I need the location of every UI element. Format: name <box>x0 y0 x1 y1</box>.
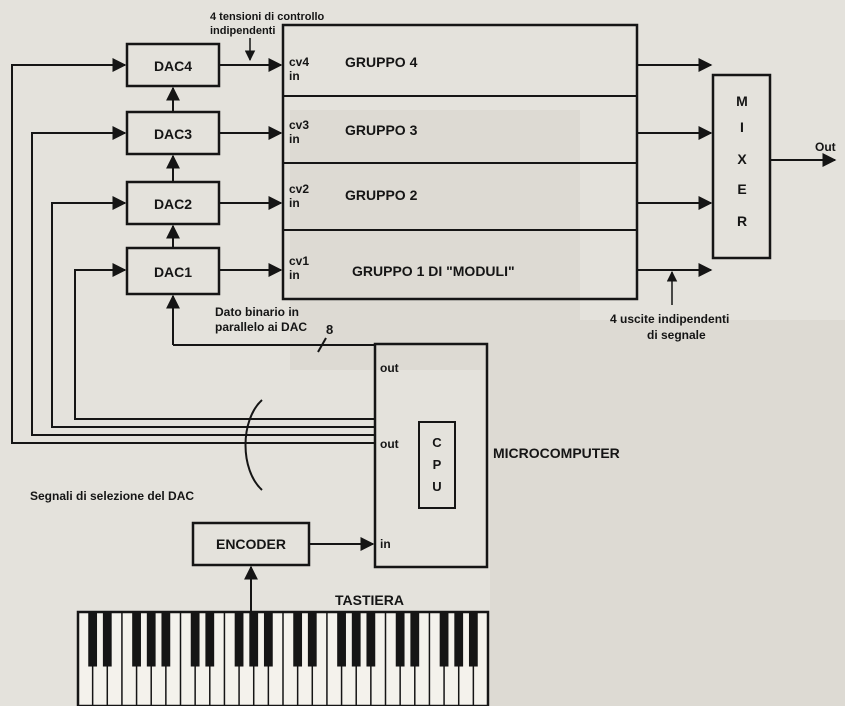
keyboard-label: TASTIERA <box>335 592 404 608</box>
cpu-letter-c: C <box>432 435 442 450</box>
bus-width-label: 8 <box>326 322 333 337</box>
black-key <box>191 612 200 667</box>
cv-annotation-line1: 4 tensioni di controllo <box>210 11 325 23</box>
black-key <box>410 612 419 667</box>
group3-label: GRUPPO 3 <box>345 122 418 138</box>
black-key <box>366 612 375 667</box>
dac3-label: DAC3 <box>154 126 192 142</box>
cv3-label: cv3 <box>289 118 309 132</box>
dac1-label: DAC1 <box>154 264 192 280</box>
cv2-label: cv2 <box>289 182 309 196</box>
keyboard <box>78 612 488 706</box>
microcomputer-label: MICROCOMPUTER <box>493 445 620 461</box>
black-key <box>454 612 463 667</box>
group2-label: GRUPPO 2 <box>345 187 418 203</box>
black-key <box>132 612 141 667</box>
cv3-in-label: in <box>289 132 300 146</box>
black-key <box>103 612 112 667</box>
black-key <box>205 612 214 667</box>
black-key <box>396 612 405 667</box>
binary-annotation-line1: Dato binario in <box>215 305 299 319</box>
black-key <box>440 612 449 667</box>
black-key <box>147 612 156 667</box>
black-key <box>337 612 346 667</box>
dac2-label: DAC2 <box>154 196 192 212</box>
group1-label: GRUPPO 1 DI "MODULI" <box>352 263 515 279</box>
black-key <box>235 612 244 667</box>
black-key <box>469 612 478 667</box>
port-out-mid: out <box>380 437 399 451</box>
black-key <box>352 612 361 667</box>
cv2-in-label: in <box>289 196 300 210</box>
encoder-label: ENCODER <box>216 536 286 552</box>
port-out-top: out <box>380 361 399 375</box>
black-key <box>88 612 97 667</box>
cpu-letter-u: U <box>432 479 441 494</box>
out-label: Out <box>815 140 836 154</box>
dac-select-label: Segnali di selezione del DAC <box>30 489 194 503</box>
black-key <box>249 612 258 667</box>
mixer-letter-i: I <box>740 119 744 135</box>
cv1-in-label: in <box>289 268 300 282</box>
mixer-letter-m: M <box>736 93 748 109</box>
group4-label: GRUPPO 4 <box>345 54 418 70</box>
cv4-in-label: in <box>289 69 300 83</box>
black-key <box>308 612 317 667</box>
black-key <box>264 612 273 667</box>
cv4-label: cv4 <box>289 55 309 69</box>
outputs-annotation-line2: di segnale <box>647 328 706 342</box>
mixer-letter-r: R <box>737 213 747 229</box>
cv-annotation-line2: indipendenti <box>210 25 275 37</box>
cpu-letter-p: P <box>433 457 442 472</box>
black-key <box>161 612 170 667</box>
mixer-letter-x: X <box>737 151 747 167</box>
black-key <box>293 612 302 667</box>
outputs-annotation-line1: 4 uscite indipendenti <box>610 312 729 326</box>
cv1-label: cv1 <box>289 254 309 268</box>
dac4-label: DAC4 <box>154 58 192 74</box>
port-in: in <box>380 537 391 551</box>
binary-annotation-line2: parallelo ai DAC <box>215 320 307 334</box>
mixer-letter-e: E <box>737 181 746 197</box>
